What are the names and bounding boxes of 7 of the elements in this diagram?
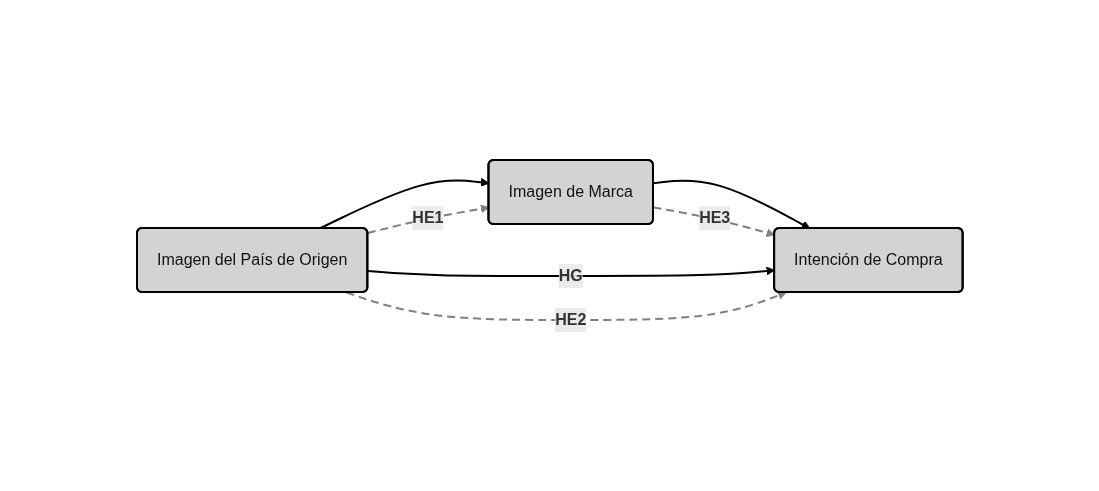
edge-label: HG <box>558 266 583 284</box>
arrow <box>652 179 810 229</box>
edge-label: HE2 <box>554 310 586 328</box>
arrow <box>652 206 775 237</box>
edge-label: HE3 <box>698 208 730 226</box>
arrow <box>345 290 787 321</box>
edge-label: HE1 <box>412 208 444 226</box>
